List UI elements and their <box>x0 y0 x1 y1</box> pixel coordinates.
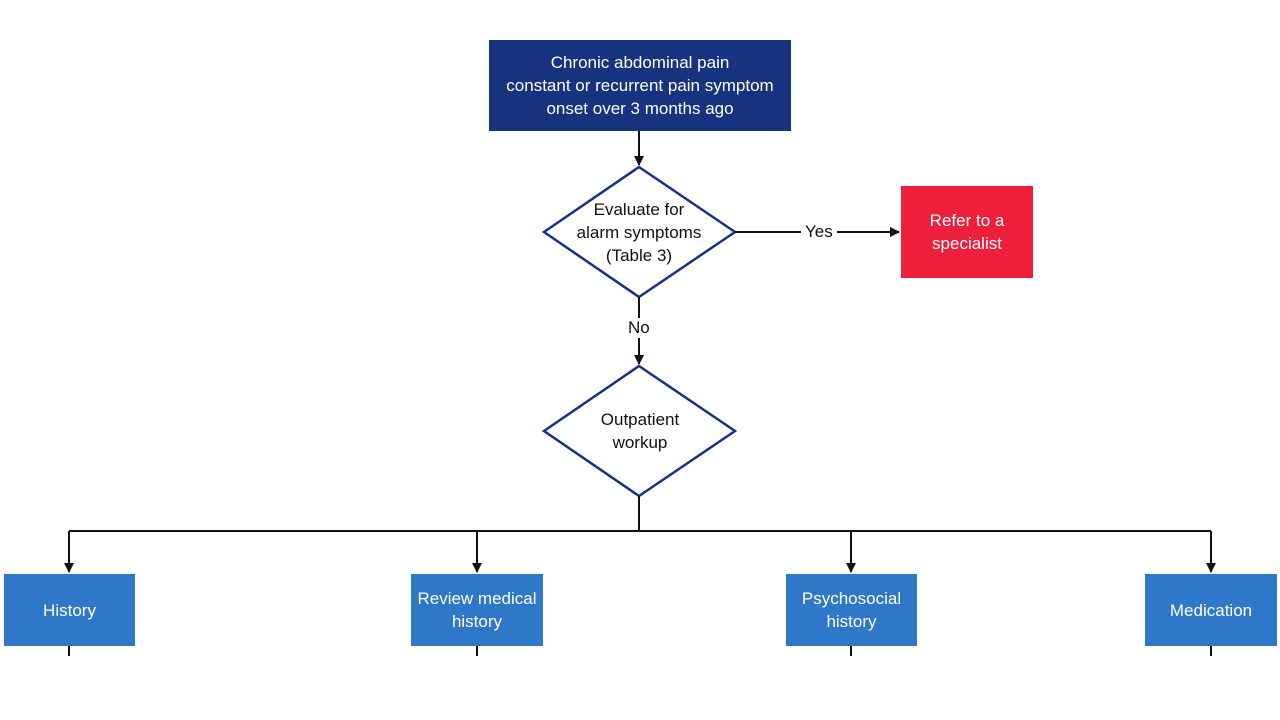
refer-specialist-text: Refer to a specialist <box>929 211 1005 253</box>
decision-alarm-text-box: Evaluate for alarm symptoms (Table 3) <box>560 190 718 274</box>
workup-box-medication: Medication <box>1145 574 1277 646</box>
workup-text-medication: Medication <box>1169 600 1253 620</box>
start-box-text: Chronic abdominal pain constant or recur… <box>506 53 774 118</box>
workup-box-history: History <box>4 574 135 646</box>
edge-label-yes: Yes <box>801 222 837 242</box>
workup-text-history: History <box>43 600 96 620</box>
workup-box-review-medical-history: Review medical history <box>411 574 543 646</box>
refer-specialist-box: Refer to a specialist <box>901 186 1033 278</box>
workup-text-review-medical-history: Review medical history <box>417 589 537 631</box>
workup-box-psychosocial-history: Psychosocial history <box>786 574 917 646</box>
decision-outpatient-text: Outpatient workup <box>600 410 680 452</box>
workup-text-psychosocial-history: Psychosocial history <box>801 589 902 631</box>
decision-alarm-text: Evaluate for alarm symptoms (Table 3) <box>576 199 702 265</box>
edge-label-no: No <box>624 318 654 338</box>
start-box: Chronic abdominal pain constant or recur… <box>489 40 791 131</box>
decision-outpatient-text-box: Outpatient workup <box>570 400 710 462</box>
